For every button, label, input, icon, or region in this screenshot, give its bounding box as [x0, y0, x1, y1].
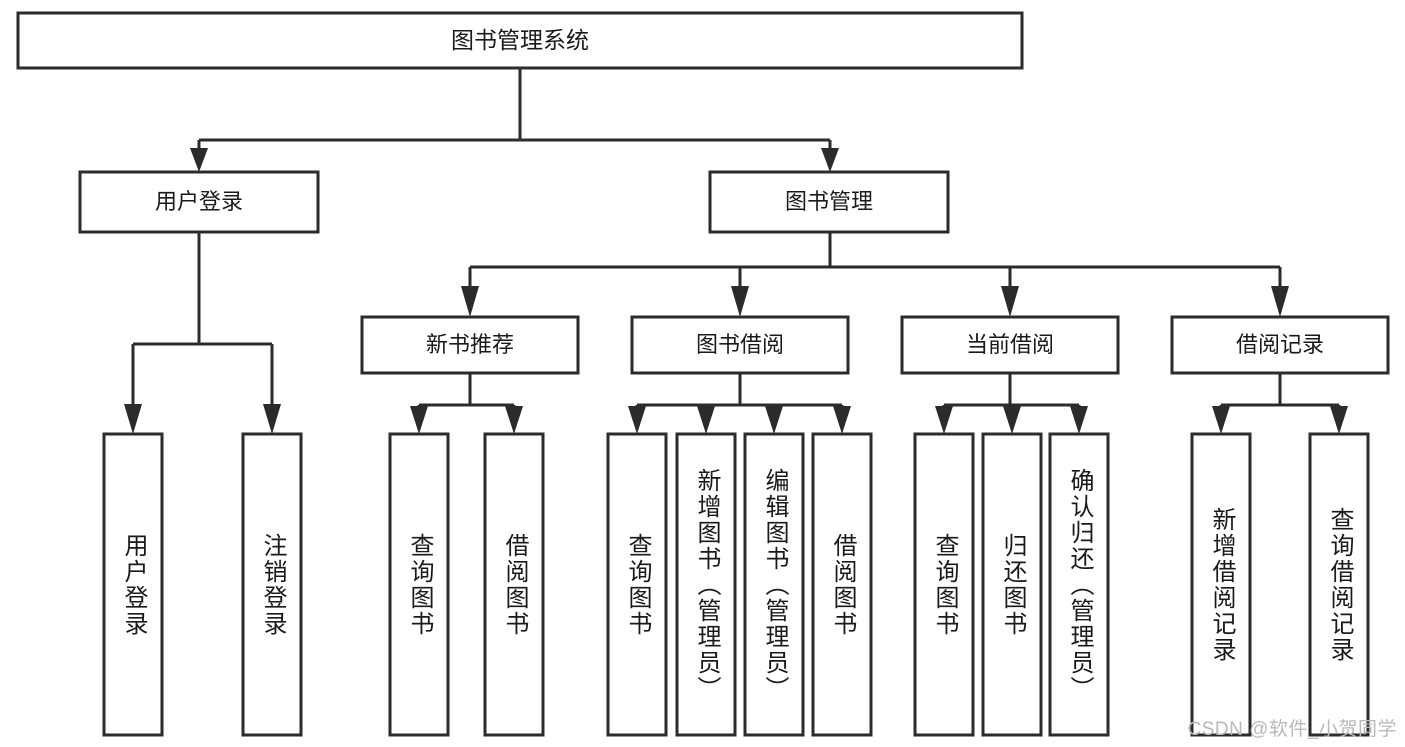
arrow-to-leaf-edit-book-admin: [765, 406, 783, 434]
node-borrow-record-rect[interactable]: [1170, 315, 1390, 375]
node-current-borrow-rect[interactable]: [900, 315, 1120, 375]
arrow-to-leaf-query-book-new: [410, 406, 428, 434]
node-leaf-borrow-book-new-rect[interactable]: [483, 432, 545, 737]
node-root-label: 图书管理系统: [451, 27, 589, 53]
node-book-borrow[interactable]: 图书借阅: [630, 315, 850, 375]
arrow-to-user-login: [190, 148, 208, 172]
node-leaf-query-book-new-rect[interactable]: [388, 432, 450, 737]
arrow-to-current-borrow: [1001, 286, 1019, 317]
arrow-to-book-borrow: [731, 286, 749, 317]
connector-group-root: [190, 68, 839, 172]
connector-group-new-book-recommend: [410, 373, 523, 434]
node-leaf-edit-book-admin-rect[interactable]: [743, 432, 805, 737]
node-current-borrow-label: 当前借阅: [966, 332, 1054, 357]
arrow-to-leaf-borrow-book: [833, 406, 851, 434]
connector-group-book-management: [461, 232, 1289, 317]
arrow-to-leaf-query-book-current: [935, 406, 953, 434]
arrow-to-leaf-query-borrow-record: [1330, 406, 1348, 434]
node-root[interactable]: 图书管理系统: [16, 11, 1024, 70]
node-new-book-recommend[interactable]: 新书推荐: [360, 315, 580, 375]
arrow-to-leaf-add-borrow-record: [1212, 406, 1230, 434]
connector-group-borrow-record: [1212, 373, 1348, 434]
node-user-login-rect[interactable]: [78, 170, 320, 234]
arrow-to-leaf-query-book-borrow: [628, 406, 646, 434]
connector-group-user-login: [124, 232, 281, 434]
connector-group-current-borrow: [935, 373, 1088, 434]
node-current-borrow[interactable]: 当前借阅: [900, 315, 1120, 375]
connector-group-book-borrow: [628, 373, 851, 434]
node-leaf-add-borrow-record-rect[interactable]: [1190, 432, 1252, 737]
node-leaf-return-book-rect[interactable]: [981, 432, 1043, 737]
arrow-to-leaf-user-logout: [263, 404, 281, 434]
node-leaf-add-book-admin-rect[interactable]: [675, 432, 737, 737]
node-leaf-query-borrow-record-rect[interactable]: [1308, 432, 1370, 737]
node-new-book-recommend-label: 新书推荐: [426, 332, 514, 357]
arrow-to-leaf-user-login: [124, 404, 142, 434]
leaf-rect-group: [102, 432, 1370, 737]
node-leaf-query-book-borrow-rect[interactable]: [606, 432, 668, 737]
node-book-management-rect[interactable]: [708, 170, 950, 234]
node-user-login[interactable]: 用户登录: [78, 170, 320, 234]
node-leaf-query-book-current-rect[interactable]: [913, 432, 975, 737]
arrow-to-book-management: [821, 148, 839, 172]
csdn-watermark: CSDN @软件_小贺同学: [1187, 719, 1397, 740]
arrow-to-new-book-recommend: [461, 286, 479, 317]
node-borrow-record-label: 借阅记录: [1236, 332, 1324, 357]
node-book-borrow-rect[interactable]: [630, 315, 850, 375]
node-book-borrow-label: 图书借阅: [696, 332, 784, 357]
node-root-rect[interactable]: [16, 11, 1024, 70]
node-new-book-recommend-rect[interactable]: [360, 315, 580, 375]
arrow-to-leaf-return-book: [1003, 406, 1021, 434]
arrow-to-leaf-confirm-return-admin: [1070, 406, 1088, 434]
node-leaf-borrow-book-rect[interactable]: [811, 432, 873, 737]
arrow-to-leaf-borrow-book-new: [505, 406, 523, 434]
node-leaf-confirm-return-admin-rect[interactable]: [1048, 432, 1110, 737]
arrow-to-borrow-record: [1271, 286, 1289, 317]
node-leaf-user-logout-rect[interactable]: [241, 432, 303, 737]
node-book-management-label: 图书管理: [785, 189, 873, 214]
arrow-to-leaf-add-book-admin: [697, 406, 715, 434]
node-borrow-record[interactable]: 借阅记录: [1170, 315, 1390, 375]
node-leaf-user-login-rect[interactable]: [102, 432, 164, 737]
node-user-login-label: 用户登录: [155, 189, 243, 214]
node-book-management[interactable]: 图书管理: [708, 170, 950, 234]
